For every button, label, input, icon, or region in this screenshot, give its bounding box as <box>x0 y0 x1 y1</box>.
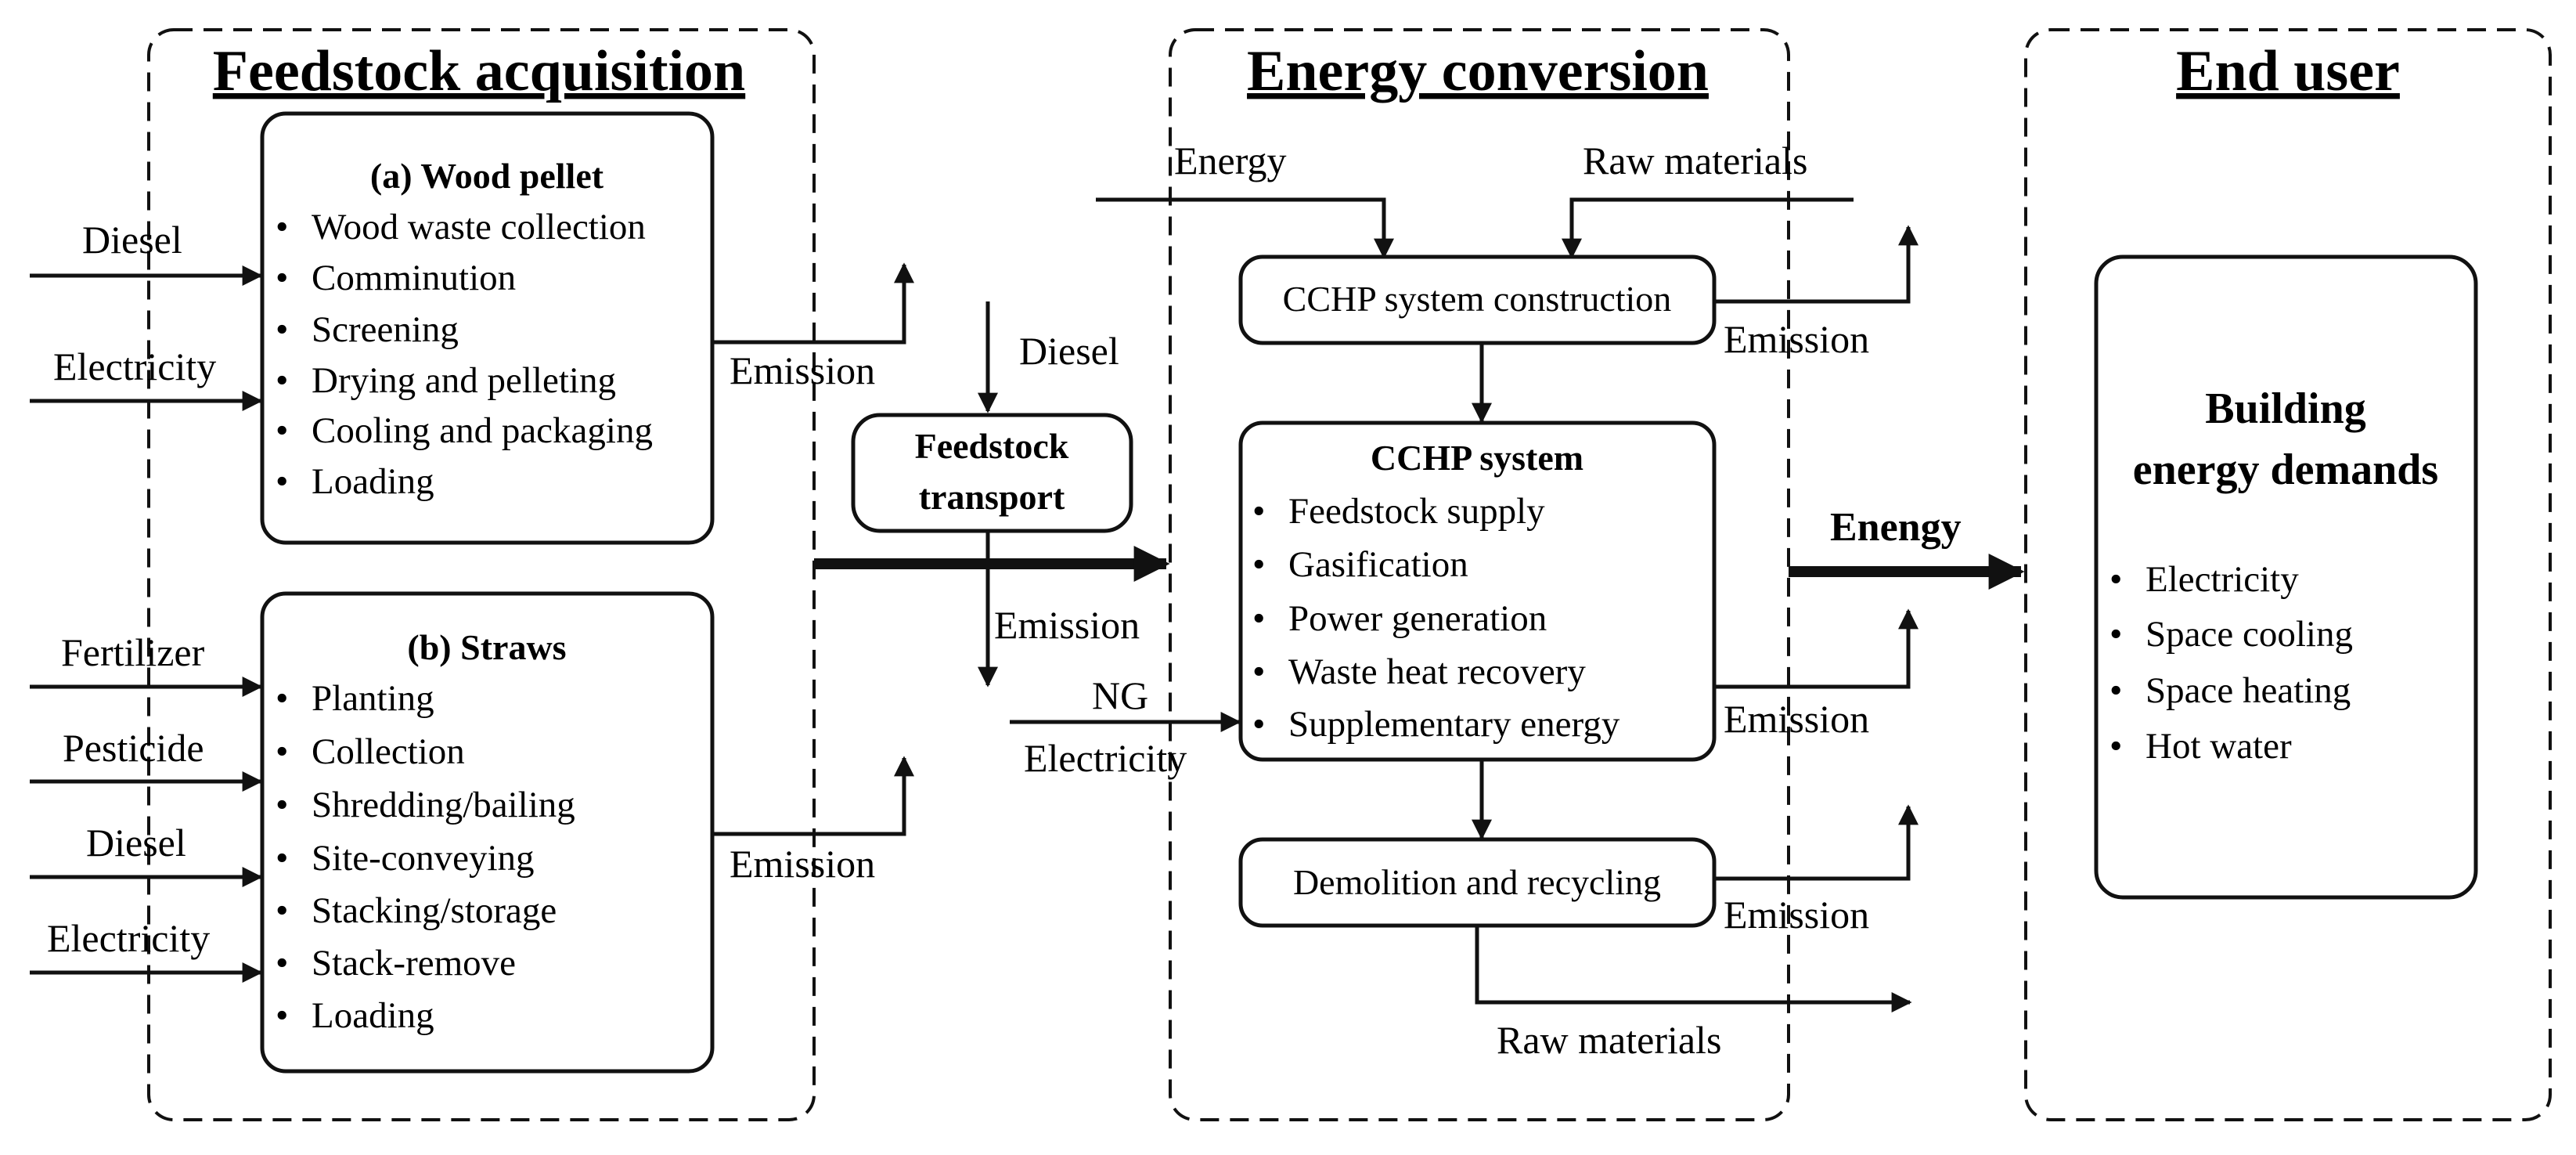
list-bullet: • <box>2109 614 2122 655</box>
list-item: Comminution <box>312 258 516 298</box>
list-bullet: • <box>2109 670 2122 711</box>
emission-arrow-wood <box>712 262 914 345</box>
list-item: Collection <box>312 731 465 772</box>
stage-title-feedstock: Feedstock acquisition <box>213 39 745 103</box>
list-bullet: • <box>276 410 288 451</box>
list-item: Wood waste collection <box>312 207 646 247</box>
list-item: Loading <box>312 461 434 502</box>
stage-title-conversion: Energy conversion <box>1247 39 1709 103</box>
list-bullet: • <box>276 207 288 247</box>
raw-materials-input-label: Raw materials <box>1583 139 1807 182</box>
electricity-label-cchp: Electricity <box>1024 736 1187 780</box>
list-bullet: • <box>276 995 288 1036</box>
list-item: Loading <box>312 995 434 1036</box>
transport-title-line1: Feedstock <box>915 426 1069 466</box>
input-label-diesel-wood: Diesel <box>82 218 182 262</box>
list-bullet: • <box>2109 726 2122 767</box>
list-bullet: • <box>276 309 288 350</box>
list-item: Space cooling <box>2145 614 2353 655</box>
stage-feedstock-frame <box>147 28 816 1121</box>
list-bullet: • <box>276 360 288 401</box>
demolition-label: Demolition and recycling <box>1293 862 1661 902</box>
list-item: Planting <box>312 678 434 719</box>
list-bullet: • <box>276 838 288 879</box>
list-item: Electricity <box>2145 559 2299 600</box>
stage-conversion-frame <box>1169 28 1790 1121</box>
list-item: Cooling and packaging <box>312 410 653 451</box>
list-item: Power generation <box>1288 598 1547 639</box>
emission-arrow-straw <box>712 756 914 836</box>
wood-pellet-list: • Wood waste collection • Comminution • … <box>276 207 653 502</box>
list-bullet: • <box>276 943 288 984</box>
list-bullet: • <box>1252 491 1265 532</box>
list-item: Drying and pelleting <box>312 360 616 401</box>
cchp-construction-label: CCHP system construction <box>1283 279 1672 319</box>
emission-arrow-cchp <box>1714 608 1918 689</box>
transport-title-line2: transport <box>919 477 1065 517</box>
energy-input-arrow <box>1096 197 1394 259</box>
input-label-electricity-wood: Electricity <box>53 345 216 388</box>
emission-label-wood: Emission <box>730 348 875 392</box>
input-label-fertilizer: Fertilizer <box>61 630 205 674</box>
emission-label-construction: Emission <box>1724 317 1869 361</box>
input-label-diesel-straw: Diesel <box>86 821 186 864</box>
list-bullet: • <box>276 258 288 298</box>
list-bullet: • <box>276 461 288 502</box>
building-demands-title-line2: energy demands <box>2133 446 2438 494</box>
list-item: Gasification <box>1288 544 1468 585</box>
straws-list: • Planting • Collection • Shredding/bail… <box>276 678 575 1036</box>
list-bullet: • <box>276 890 288 931</box>
straws-title: (b) Straws <box>407 627 566 667</box>
energy-output-label: Enengy <box>1830 505 1962 550</box>
emission-label-demolition: Emission <box>1724 893 1869 937</box>
transport-emission-label: Emission <box>994 603 1140 647</box>
emission-label-straw: Emission <box>730 842 875 886</box>
building-demands-box <box>2094 254 2478 900</box>
transport-diesel-label: Diesel <box>1019 329 1119 373</box>
ng-label: NG <box>1092 673 1148 717</box>
list-item: Stack-remove <box>312 943 516 984</box>
wood-pellet-title: (a) Wood pellet <box>370 156 604 196</box>
building-demands-title-line1: Building <box>2205 384 2365 433</box>
stage-enduser-frame <box>2024 28 2552 1121</box>
input-label-electricity-straw: Electricity <box>47 916 210 960</box>
raw-materials-output-label: Raw materials <box>1497 1018 1721 1062</box>
list-item: Screening <box>312 309 459 350</box>
raw-materials-output-arrow <box>1475 926 1912 1012</box>
stage-title-enduser: End user <box>2176 39 2400 103</box>
list-bullet: • <box>1252 598 1265 639</box>
list-bullet: • <box>276 678 288 719</box>
cchp-system-box <box>1238 420 1717 762</box>
list-bullet: • <box>1252 544 1265 585</box>
list-item: Stacking/storage <box>312 890 557 931</box>
list-bullet: • <box>1252 704 1265 745</box>
energy-input-label: Energy <box>1174 139 1286 182</box>
wood-pellet-box <box>260 111 715 545</box>
list-item: Waste heat recovery <box>1288 651 1586 692</box>
raw-materials-input-arrow <box>1562 197 1854 259</box>
list-bullet: • <box>276 731 288 772</box>
cchp-system-list: • Feedstock supply • Gasification • Powe… <box>1252 491 1620 745</box>
cchp-system-title: CCHP system <box>1371 438 1583 478</box>
list-bullet: • <box>276 785 288 825</box>
input-label-pesticide: Pesticide <box>63 726 204 770</box>
emission-arrow-demolition <box>1714 804 1918 881</box>
list-item: Feedstock supply <box>1288 491 1545 532</box>
list-item: Space heating <box>2145 670 2351 711</box>
list-bullet: • <box>2109 559 2122 600</box>
list-bullet: • <box>1252 651 1265 692</box>
feedstock-transport-box <box>851 413 1133 533</box>
emission-arrow-construction <box>1714 225 1918 304</box>
building-demands-list: • Electricity • Space cooling • Space he… <box>2109 559 2353 767</box>
list-item: Shredding/bailing <box>312 785 575 825</box>
list-item: Supplementary energy <box>1288 704 1620 745</box>
list-item: Site-conveying <box>312 838 535 879</box>
list-item: Hot water <box>2145 726 2292 767</box>
emission-label-cchp: Emission <box>1724 697 1869 741</box>
